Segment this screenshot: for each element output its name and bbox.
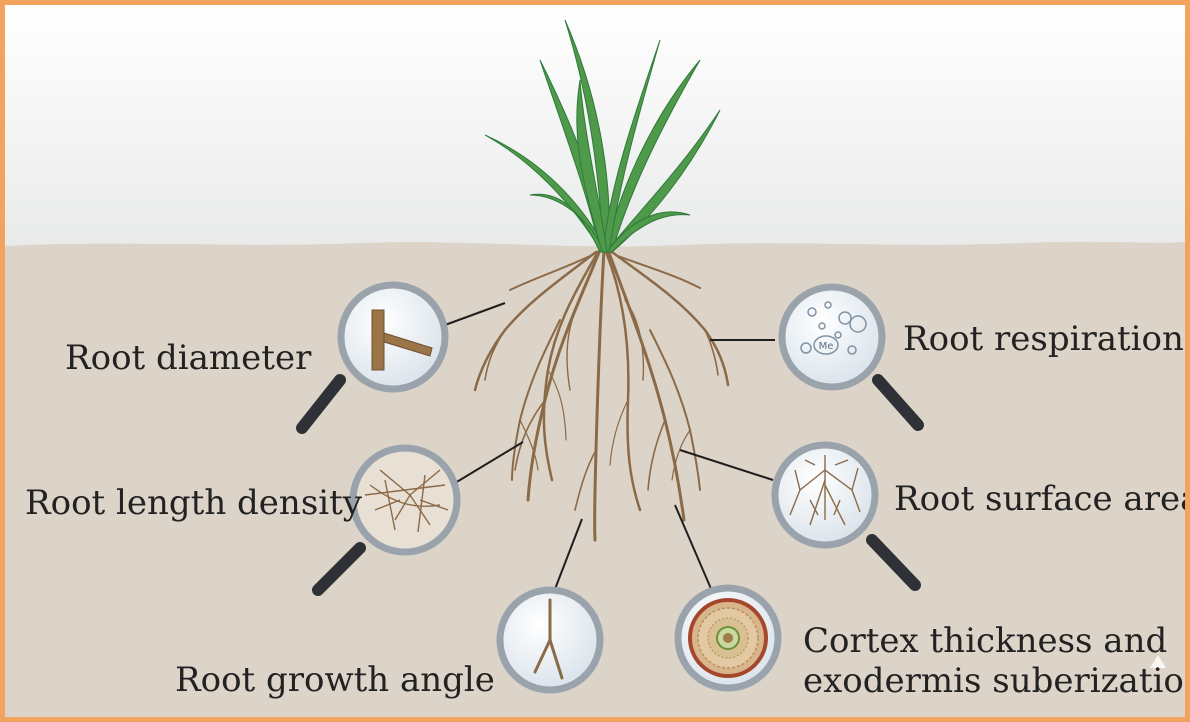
label-root-respiration: Root respiration	[903, 319, 1184, 359]
label-root-length-density: Root length density	[25, 483, 362, 523]
label-cortex-line1: Cortex thickness and	[803, 621, 1167, 661]
magnifier-cortex-icon	[678, 588, 778, 688]
label-root-surface-area: Root surface area	[894, 479, 1190, 519]
label-root-growth-angle: Root growth angle	[175, 660, 495, 700]
respiration-molecule-label: Me	[819, 341, 834, 352]
label-cortex-line2: exodermis suberization	[803, 661, 1190, 701]
magnifier-root-growth-angle-icon	[500, 590, 600, 690]
label-root-diameter: Root diameter	[65, 338, 311, 378]
